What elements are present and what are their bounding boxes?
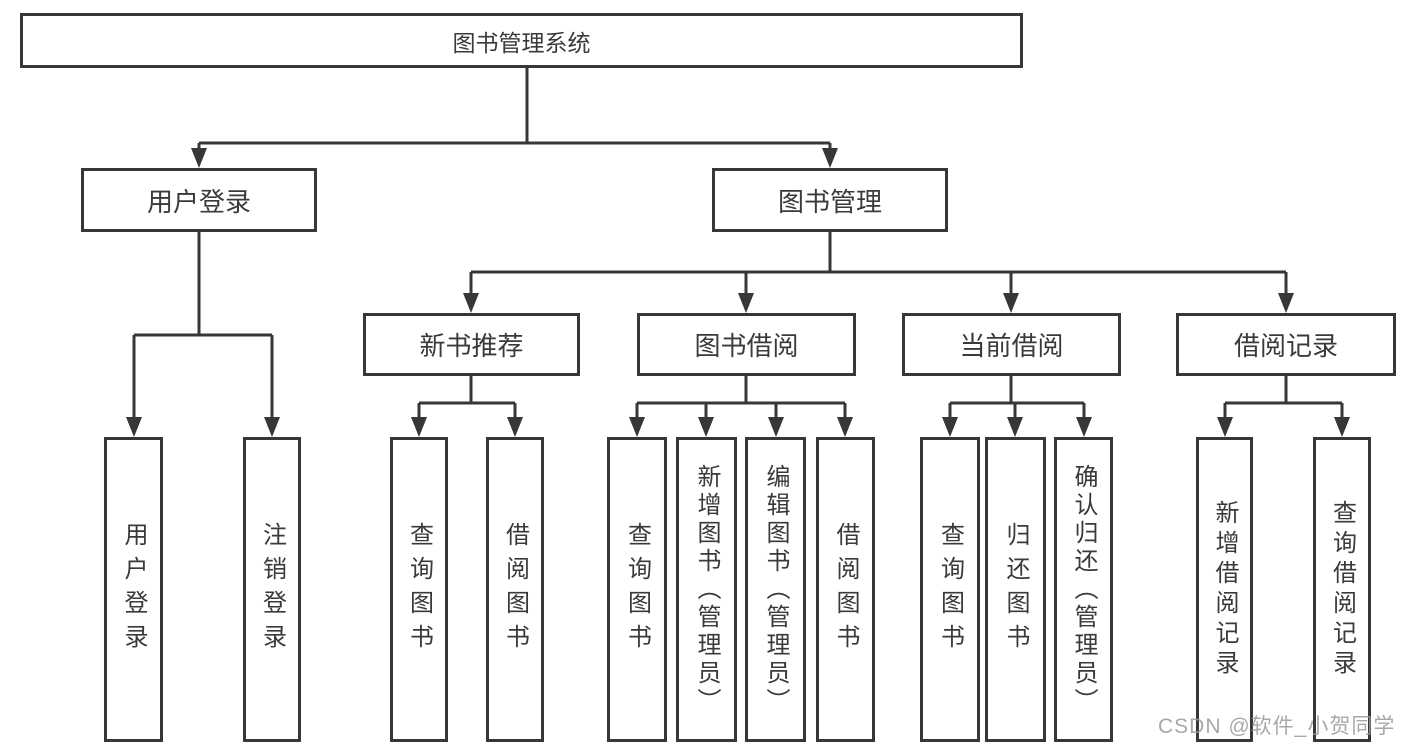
node-book-management-system: 图书管理系统: [20, 13, 1023, 68]
leaf-user-login: 用户登录: [104, 437, 163, 742]
connector-book-management-to-level3: [469, 232, 1288, 294]
leaf-query-books-recommend: 查询图书: [390, 437, 448, 742]
leaf-edit-books-admin: 编辑图书（管理员）: [745, 437, 806, 742]
leaf-query-books-current: 查询图书: [920, 437, 980, 742]
leaf-add-books-admin: 新增图书（管理员）: [676, 437, 737, 742]
arrow-down-icon: [1003, 293, 1019, 313]
connector-borrowing-records-to-children: [1223, 376, 1344, 419]
node-book-management: 图书管理: [712, 168, 948, 232]
leaf-query-borrow-record: 查询借阅记录: [1313, 437, 1371, 742]
arrow-down-icon: [507, 417, 523, 437]
arrow-down-icon: [698, 417, 714, 437]
connector-current-borrowing-to-children: [948, 376, 1086, 419]
arrow-down-icon: [1334, 417, 1350, 437]
leaf-add-borrow-record: 新增借阅记录: [1196, 437, 1253, 742]
connector-new-book-recommend-to-children: [417, 376, 517, 419]
arrow-down-icon: [1076, 417, 1092, 437]
leaf-confirm-return-admin: 确认归还（管理员）: [1054, 437, 1113, 742]
leaf-return-books: 归还图书: [985, 437, 1046, 742]
leaf-logout: 注销登录: [243, 437, 301, 742]
connector-root-to-level2: [197, 68, 832, 150]
arrow-down-icon: [1007, 417, 1023, 437]
arrow-down-icon: [126, 417, 142, 437]
arrow-down-icon: [191, 148, 207, 168]
connector-book-borrowing-to-children: [635, 376, 847, 419]
connector-user-login-to-children: [132, 232, 274, 419]
leaf-borrow-books-borrowing: 借阅图书: [816, 437, 875, 742]
node-user-login: 用户登录: [81, 168, 317, 232]
leaf-query-books-borrowing: 查询图书: [607, 437, 667, 742]
leaf-borrow-books-recommend: 借阅图书: [486, 437, 544, 742]
arrow-down-icon: [264, 417, 280, 437]
arrow-down-icon: [942, 417, 958, 437]
arrow-down-icon: [411, 417, 427, 437]
node-new-book-recommend: 新书推荐: [363, 313, 580, 376]
node-current-borrowing: 当前借阅: [902, 313, 1121, 376]
arrowheads: [126, 148, 1350, 437]
arrow-down-icon: [837, 417, 853, 437]
arrow-down-icon: [822, 148, 838, 168]
arrow-down-icon: [1278, 293, 1294, 313]
node-borrowing-records: 借阅记录: [1176, 313, 1396, 376]
arrow-down-icon: [738, 293, 754, 313]
node-book-borrowing: 图书借阅: [637, 313, 856, 376]
arrow-down-icon: [629, 417, 645, 437]
arrow-down-icon: [768, 417, 784, 437]
arrow-down-icon: [1217, 417, 1233, 437]
watermark: CSDN @软件_小贺同学: [1158, 715, 1396, 738]
arrow-down-icon: [463, 293, 479, 313]
